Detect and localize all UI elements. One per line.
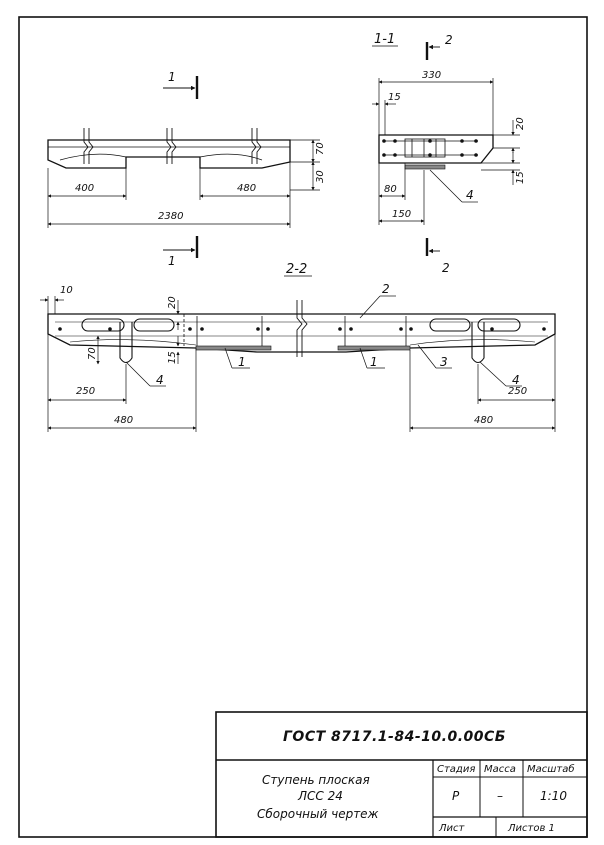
s11-dim-150: 150: [392, 209, 411, 220]
s11-callout-4: 4: [466, 188, 474, 202]
title-block-code: ГОСТ 8717.1-84-10.0.00СБ: [283, 729, 506, 745]
title-block-mass-header: Масса: [484, 764, 516, 775]
s22-callout-1a: 1: [238, 355, 246, 369]
s11-dim-330: 330: [422, 70, 441, 81]
s22-dim-15: 15: [167, 351, 178, 364]
elev-dim-480: 480: [237, 183, 256, 194]
title-block-sheet-label: Лист: [438, 823, 466, 834]
s22-callout-4a: 4: [156, 373, 164, 387]
title-block-stage-header: Стадия: [437, 764, 475, 775]
title-block-name-line3: Сборочный чертеж: [257, 807, 379, 821]
title-block: [215, 711, 588, 838]
cut-mark-2-top: 2: [445, 33, 453, 47]
title-block-scale-value: 1:10: [540, 789, 567, 803]
s11-dim-15-right: 15: [515, 171, 526, 184]
section-2-2-title: 2-2: [286, 262, 307, 277]
s22-callout-3: 3: [440, 355, 448, 369]
title-block-scale-header: Масштаб: [527, 763, 575, 775]
s22-dim-250-right: 250: [508, 386, 527, 397]
elev-dim-70: 70: [315, 142, 326, 155]
s22-dim-20: 20: [167, 296, 178, 309]
s22-dim-480-right: 480: [474, 415, 493, 426]
s22-dim-10: 10: [60, 285, 73, 296]
cut-mark-1-bottom: 1: [168, 254, 176, 268]
s11-dim-80: 80: [384, 184, 397, 195]
section-1-1-view: [372, 42, 520, 256]
title-block-mass-value: –: [497, 789, 503, 803]
elevation-view: [47, 76, 320, 258]
section-1-1-title: 1-1: [374, 32, 395, 47]
title-block-name-line1: Ступень плоская: [262, 773, 370, 787]
cut-mark-1-top: 1: [168, 70, 176, 84]
s11-dim-15-top: 15: [388, 92, 401, 103]
elev-dim-400: 400: [75, 183, 94, 194]
cut-mark-2-bottom: 2: [442, 261, 450, 275]
elev-dim-30: 30: [315, 170, 326, 183]
s22-dim-250-left: 250: [76, 386, 95, 397]
s11-dim-20: 20: [515, 117, 526, 130]
s22-callout-2: 2: [382, 282, 390, 296]
elev-dim-2380: 2380: [158, 211, 183, 222]
title-block-sheets-label: Листов 1: [507, 823, 555, 834]
section-2-2-view: [40, 295, 556, 432]
title-block-stage-value: Р: [452, 789, 460, 803]
title-block-name-line2: ЛСС 24: [297, 789, 343, 803]
s22-dim-70: 70: [87, 347, 98, 360]
s22-callout-1b: 1: [370, 355, 378, 369]
s22-dim-480-left: 480: [114, 415, 133, 426]
s22-callout-4b: 4: [512, 373, 520, 387]
